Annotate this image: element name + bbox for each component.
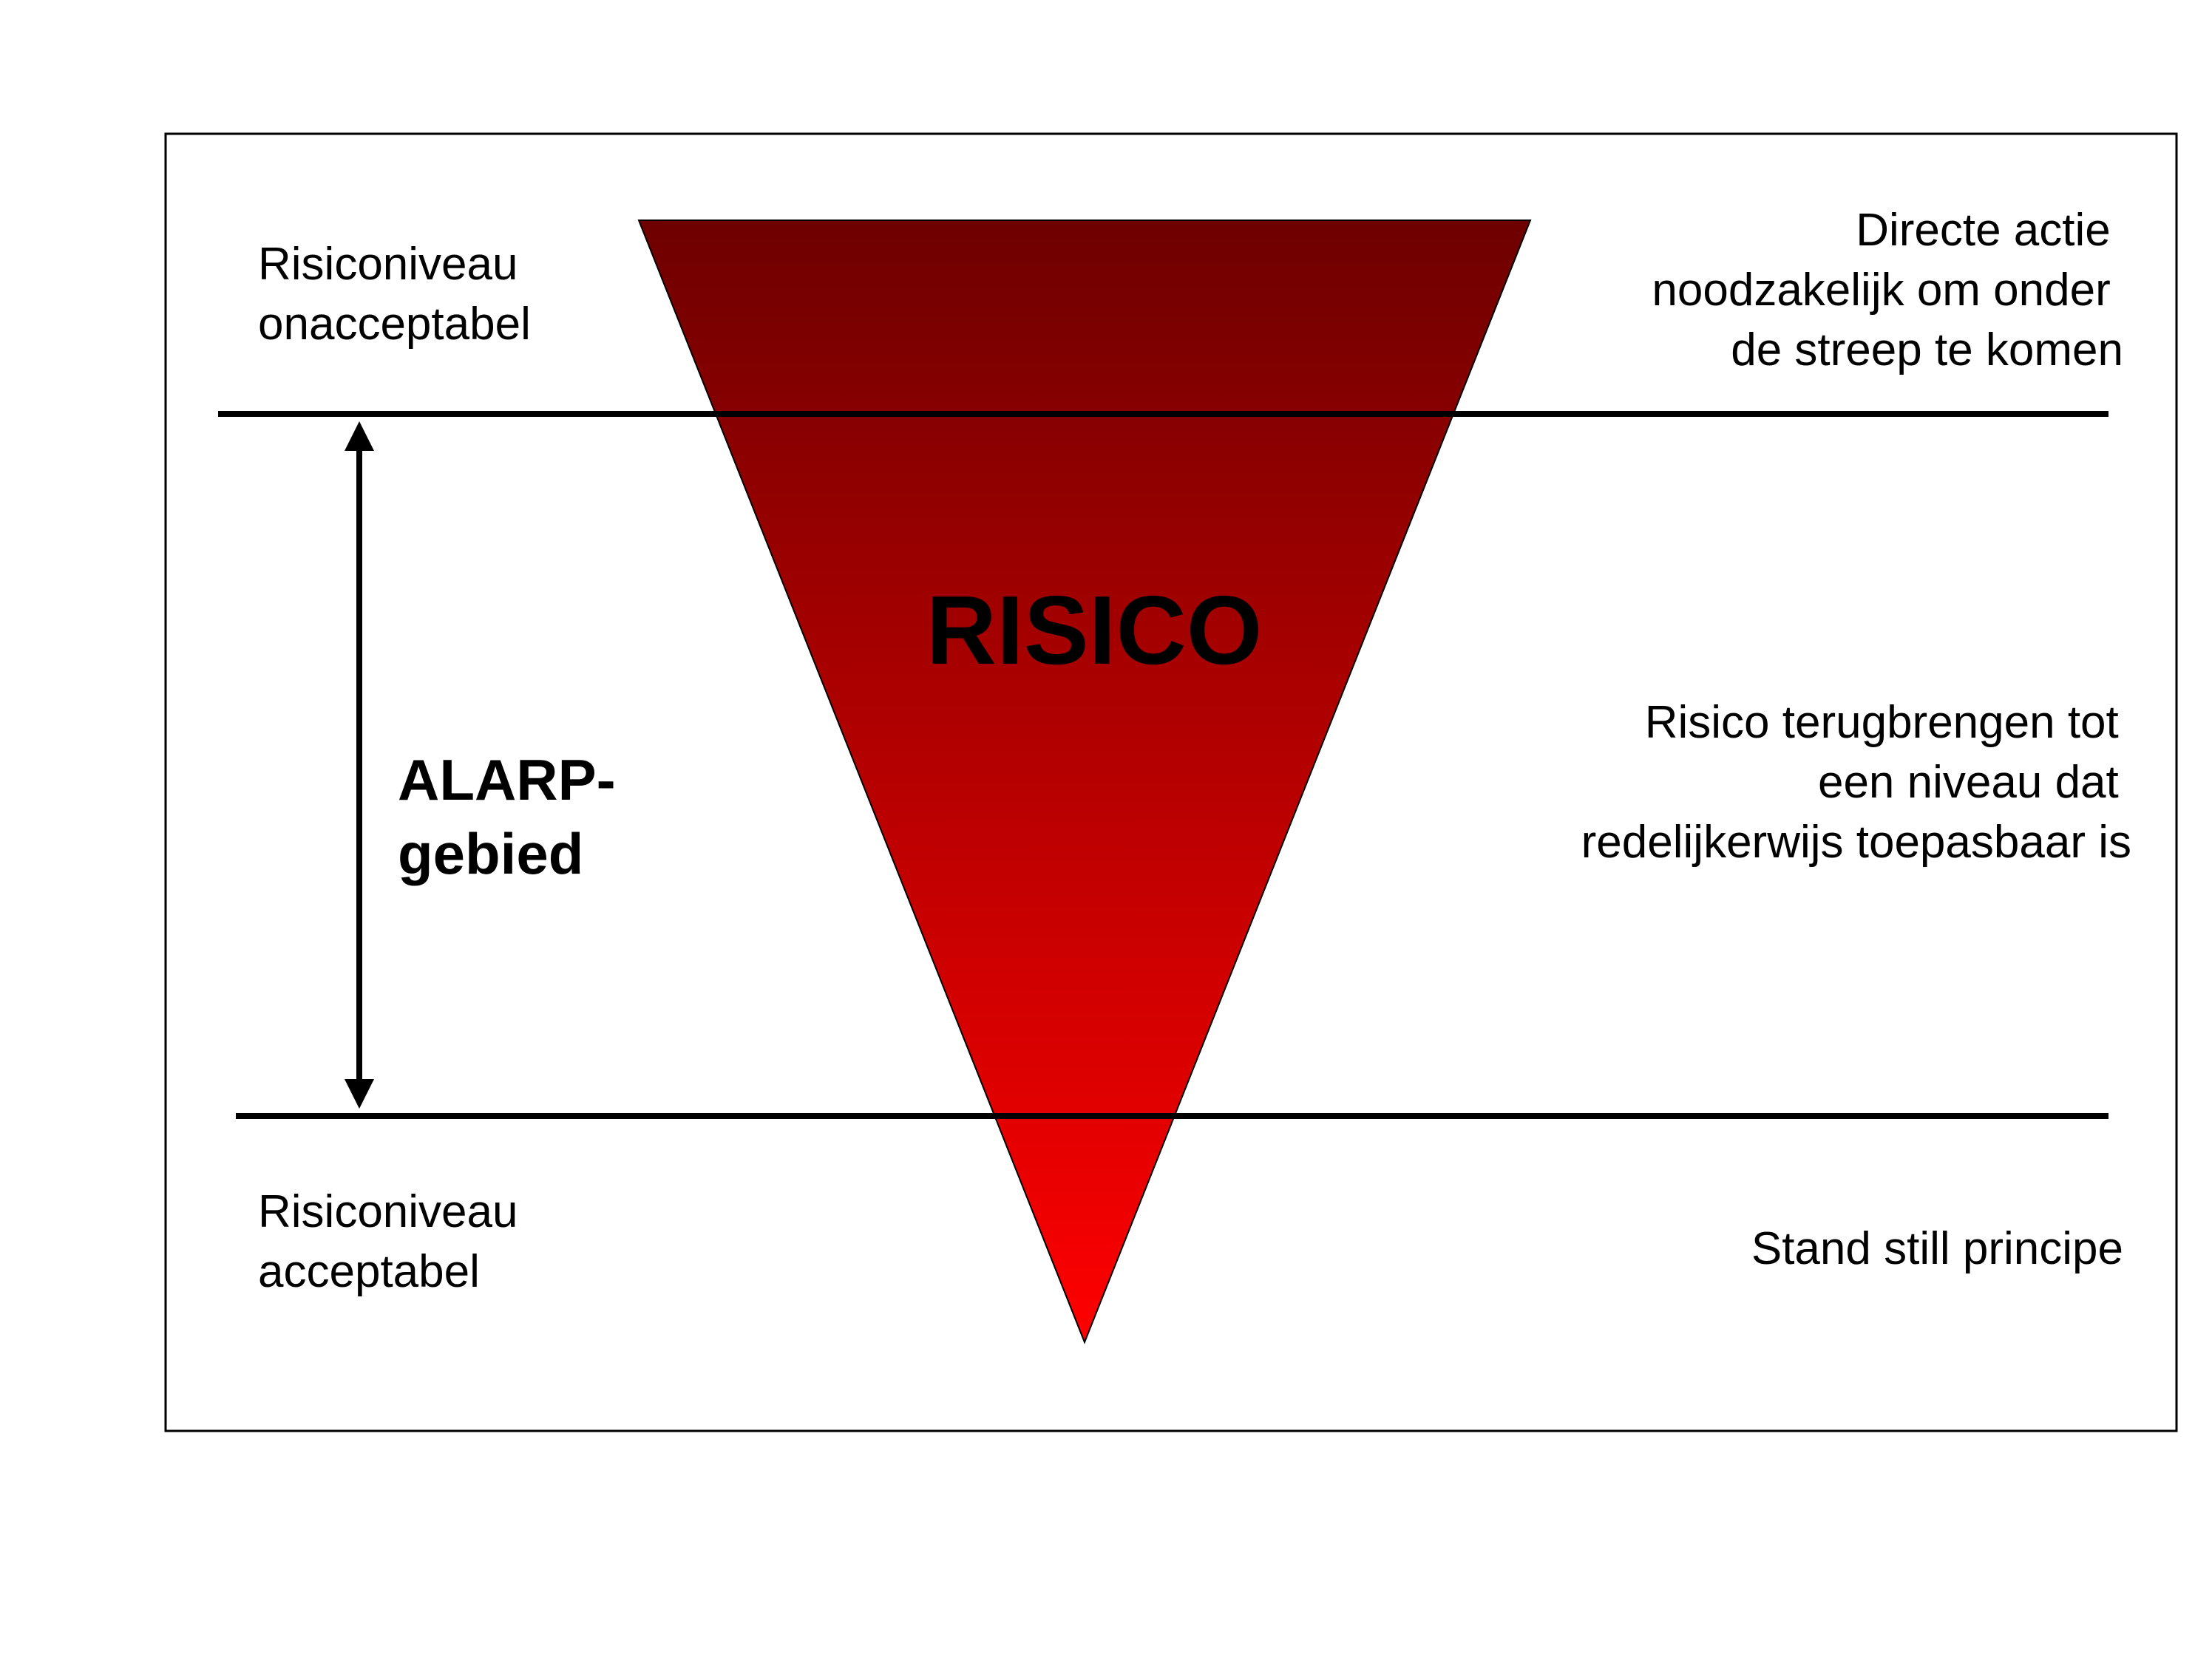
label-stand-still: Stand still principe bbox=[1751, 1223, 2123, 1274]
label-acceptable-level: Risiconiveau acceptabel bbox=[258, 1186, 531, 1297]
label-unacceptable-level: Risiconiveau onacceptabel bbox=[258, 239, 531, 350]
risk-center-label: RISICO bbox=[926, 576, 1263, 684]
alarp-label: ALARP- gebied bbox=[398, 747, 631, 886]
alarp-label-line-2: gebied bbox=[398, 821, 583, 886]
risk-triangle bbox=[637, 220, 1532, 1344]
label-reduce-risk: Risico terugbrengen tot een niveau dat r… bbox=[1581, 697, 2131, 868]
diagram-frame bbox=[164, 132, 2178, 1432]
label-direct-action: Directe actie noodzakelijk om onder de s… bbox=[1652, 205, 2123, 375]
alarp-label-line-1: ALARP- bbox=[398, 747, 616, 812]
